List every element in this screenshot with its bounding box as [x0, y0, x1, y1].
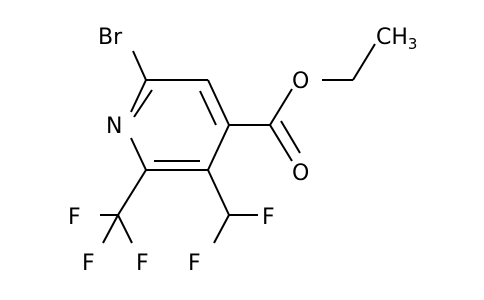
atom-f4: F	[262, 205, 275, 230]
bond-n-c6	[130, 79, 147, 113]
atom-labels: Br N O O CH3 F F F F F	[68, 25, 417, 276]
bond-c4-c3	[207, 124, 230, 171]
bond-c2-n	[130, 137, 147, 171]
atom-n: N	[106, 114, 122, 139]
atom-f2: F	[82, 251, 95, 276]
atom-o-carbonyl: O	[292, 161, 309, 186]
bond-c2-cf3	[117, 169, 147, 216]
atom-ch3: CH3	[376, 25, 417, 53]
ch3-subscript: 3	[408, 35, 418, 53]
bond-c5-c4-inner	[199, 90, 217, 126]
atom-f3: F	[136, 251, 149, 276]
bond-carbonyl-oester	[269, 88, 293, 126]
atom-f1: F	[68, 205, 81, 230]
bond-n-c6-inner	[133, 89, 153, 118]
atom-o-ester: O	[292, 69, 309, 94]
bond-c6-br	[132, 50, 147, 81]
atom-f5: F	[188, 251, 201, 276]
bond-cf3-f3	[117, 214, 133, 244]
pyridine-ring	[130, 79, 230, 171]
bond-chf2-f5	[213, 214, 230, 244]
bond-cf3-f2	[102, 214, 119, 244]
substituent-bonds	[100, 43, 376, 244]
atom-br: Br	[98, 25, 123, 50]
bond-c3-chf2	[207, 169, 230, 216]
bond-carbonyl-o	[269, 124, 293, 162]
ch3-main-label: CH	[376, 25, 408, 50]
bond-c5-c4	[207, 79, 230, 126]
bond-ch2-ch3	[352, 43, 376, 81]
bond-carbonyl-o-double	[280, 120, 301, 154]
